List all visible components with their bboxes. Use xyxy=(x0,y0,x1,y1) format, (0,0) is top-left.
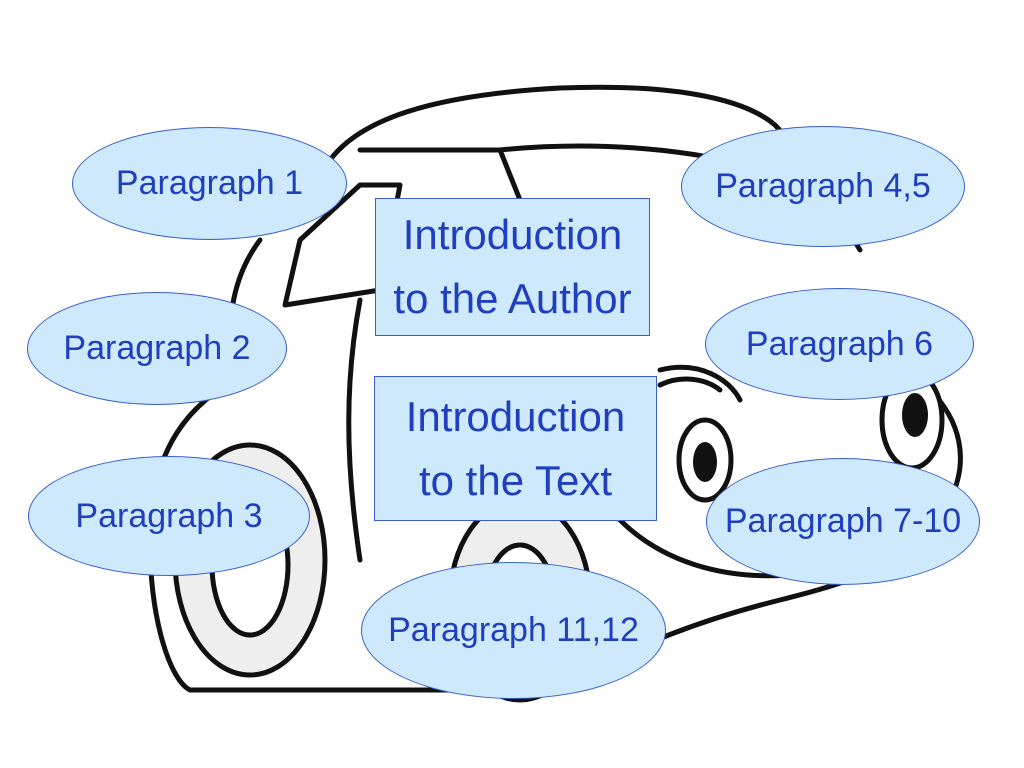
car-rear-window xyxy=(282,182,403,308)
intro-text-line1: Introduction xyxy=(405,392,626,440)
paragraph-1-node[interactable]: Paragraph 1 xyxy=(72,127,347,240)
paragraph-11-12-node[interactable]: Paragraph 11,12 xyxy=(361,562,666,699)
paragraph-11-12-label: Paragraph 11,12 xyxy=(388,611,639,649)
car-left-pupil xyxy=(693,442,717,482)
car-roof-inner xyxy=(357,147,523,203)
car-right-pupil xyxy=(902,393,928,437)
intro-text-box[interactable]: Introduction to the Text xyxy=(374,376,657,521)
paragraph-6-node[interactable]: Paragraph 6 xyxy=(705,288,974,400)
car-door-line xyxy=(346,297,363,563)
paragraph-2-node[interactable]: Paragraph 2 xyxy=(27,292,287,405)
paragraph-7-10-label: Paragraph 7-10 xyxy=(724,502,962,540)
paragraph-7-10-node[interactable]: Paragraph 7-10 xyxy=(706,458,980,585)
car-hood xyxy=(657,364,743,403)
intro-author-box[interactable]: Introduction to the Author xyxy=(375,198,650,336)
paragraph-4-5-label: Paragraph 4,5 xyxy=(715,167,931,205)
intro-author-line2: to the Author xyxy=(393,275,632,322)
paragraph-3-label: Paragraph 3 xyxy=(75,496,263,535)
paragraph-3-node[interactable]: Paragraph 3 xyxy=(28,456,310,576)
car-mouth xyxy=(617,517,793,579)
paragraph-6-label: Paragraph 6 xyxy=(745,324,934,363)
intro-author-line1: Introduction xyxy=(402,211,623,258)
paragraph-1-label: Paragraph 1 xyxy=(115,164,304,202)
paragraph-4-5-node[interactable]: Paragraph 4,5 xyxy=(681,126,965,247)
car-eyebrow xyxy=(657,376,723,393)
paragraph-2-label: Paragraph 2 xyxy=(63,329,251,367)
intro-text-line2: to the Text xyxy=(418,456,613,504)
